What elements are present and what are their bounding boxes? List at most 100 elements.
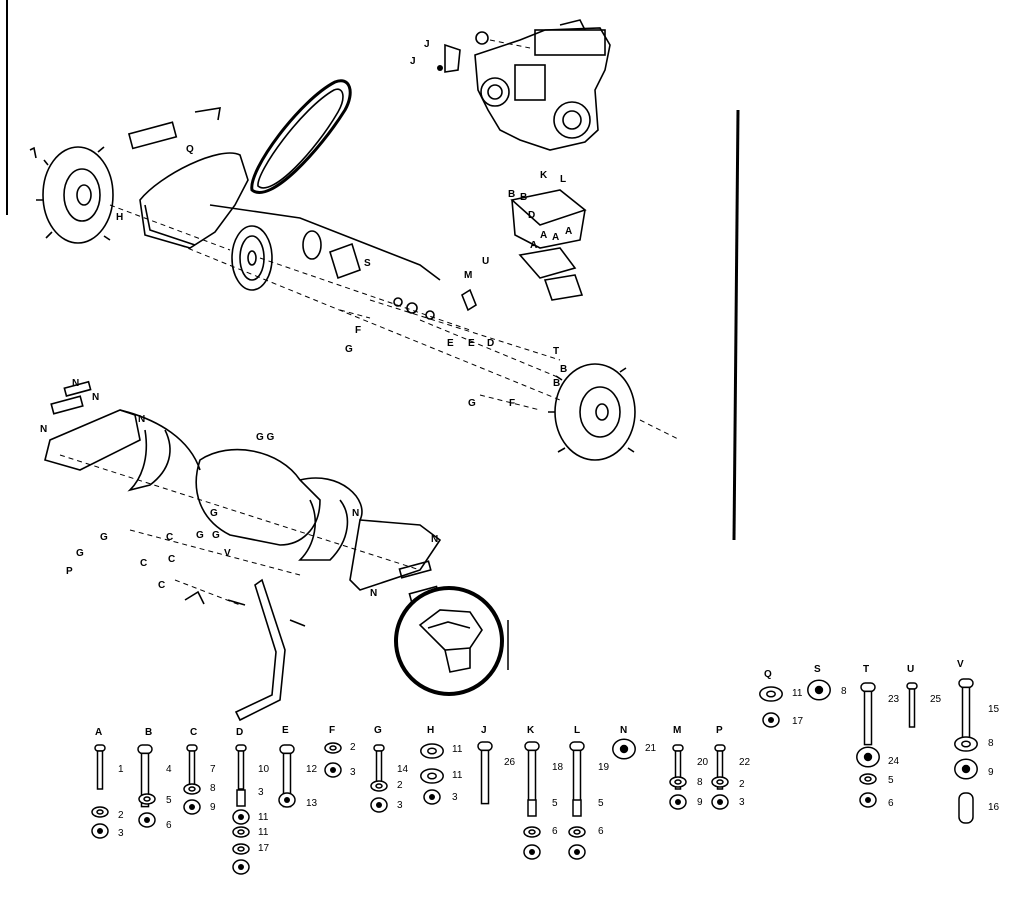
nut-hole-shape xyxy=(574,849,580,855)
part-number-t-2: 24 xyxy=(888,756,900,767)
part-number-h-1: 11 xyxy=(452,744,463,755)
callout-k: K xyxy=(540,170,548,181)
part-number-h-2: 11 xyxy=(452,770,463,781)
scan-edge-right xyxy=(732,109,740,541)
callout-n-2: N xyxy=(92,392,99,403)
hardware-letter-v: V xyxy=(957,659,964,670)
bolt-head-shape xyxy=(906,682,918,690)
bolt-shank-shape xyxy=(527,749,537,805)
part-number-a-1: 1 xyxy=(118,764,124,775)
washer-hole-shape xyxy=(237,846,245,852)
part-number-m-3: 9 xyxy=(697,797,703,808)
bolt-head-shape xyxy=(235,744,247,752)
nut-hole-shape xyxy=(330,767,336,773)
washer-hole-shape xyxy=(96,809,104,815)
bolt-shank-shape xyxy=(96,750,104,790)
part-number-v-1: 15 xyxy=(988,704,1000,715)
hardware-letter-a: A xyxy=(95,727,102,738)
callout-n-4: N xyxy=(40,424,47,435)
washer-hole-shape xyxy=(143,796,151,802)
hardware-letter-d: D xyxy=(236,727,243,738)
callout-g-4: G xyxy=(196,530,204,541)
callout-s: S xyxy=(364,258,371,269)
callout-c-1: C xyxy=(166,532,173,543)
bolt-head-shape xyxy=(373,744,385,752)
nut-hole-shape xyxy=(144,817,150,823)
detail-inset xyxy=(394,586,509,696)
hardware-letter-l: L xyxy=(574,725,580,736)
callout-n-7: N xyxy=(370,588,377,599)
washer-hole-shape xyxy=(573,829,581,835)
callout-c-3: C xyxy=(140,558,147,569)
callout-f-2: F xyxy=(509,398,515,409)
part-number-b-1: 4 xyxy=(166,764,172,775)
nut-hole-shape xyxy=(863,752,873,762)
washer-hole-shape xyxy=(961,740,971,748)
callout-g-5: G xyxy=(212,530,220,541)
part-number-d-3: 11 xyxy=(258,812,269,823)
bolt-shank-shape xyxy=(908,688,916,728)
engine xyxy=(437,19,611,151)
part-number-v-2: 8 xyxy=(988,738,994,749)
cap-shape xyxy=(958,792,974,824)
nut-hole-shape xyxy=(97,828,103,834)
part-number-t-1: 23 xyxy=(888,694,900,705)
callout-a-3: A xyxy=(552,232,559,243)
callout-j-2: J xyxy=(410,56,416,67)
part-number-m-2: 8 xyxy=(697,777,703,788)
bolt-head-shape xyxy=(569,741,585,752)
callout-g-7: G xyxy=(76,548,84,559)
hardware-letter-e: E xyxy=(282,725,289,736)
nut-hole-shape xyxy=(675,799,681,805)
callout-labels: Q J J H S K L B B D A A A A M U F G E E … xyxy=(40,39,572,599)
bolt-head-shape xyxy=(672,744,684,752)
washer-hole-shape xyxy=(375,783,383,789)
nut-hole-shape xyxy=(376,802,382,808)
callout-c-4: C xyxy=(158,580,165,591)
bolt-head-shape xyxy=(958,678,974,689)
washer-hole-shape xyxy=(864,776,872,782)
part-number-d-1: 10 xyxy=(258,764,270,775)
callout-m: M xyxy=(464,270,472,281)
callout-g-6: G xyxy=(100,532,108,543)
part-number-c-2: 8 xyxy=(210,783,216,794)
nut-hole-shape xyxy=(238,814,244,820)
part-number-v-3: 9 xyxy=(988,767,994,778)
part-number-u-1: 25 xyxy=(930,694,942,705)
nut-hole-shape xyxy=(619,744,629,754)
washer-hole-shape xyxy=(329,745,337,751)
bolt-head-shape xyxy=(137,744,153,755)
callout-l: L xyxy=(560,174,566,185)
callout-h: H xyxy=(116,212,123,223)
part-number-h-3: 3 xyxy=(452,792,458,803)
hardware-letter-f: F xyxy=(329,725,335,736)
part-number-d-5: 17 xyxy=(258,843,270,854)
part-number-e-1: 12 xyxy=(306,764,318,775)
part-number-b-2: 5 xyxy=(166,795,172,806)
part-number-s-1: 8 xyxy=(841,686,847,697)
bolt-shank-shape xyxy=(237,750,245,790)
tine-shield xyxy=(44,380,442,606)
washer-hole-shape xyxy=(427,772,437,780)
bolt-head-shape xyxy=(860,682,876,693)
wheel-right xyxy=(548,363,681,461)
washer-hole-shape xyxy=(237,829,245,835)
nut-hole-shape xyxy=(529,849,535,855)
nut-hole-shape xyxy=(865,797,871,803)
callout-t: T xyxy=(553,346,559,357)
callout-b-1: B xyxy=(508,189,515,200)
part-number-d-4: 11 xyxy=(258,827,269,838)
nut-hole-shape xyxy=(717,799,723,805)
bolt-head-shape xyxy=(524,741,540,752)
bolt-head-shape xyxy=(186,744,198,752)
part-number-c-3: 9 xyxy=(210,802,216,813)
nut-hole-shape xyxy=(961,764,971,774)
part-number-g-3: 3 xyxy=(397,800,403,811)
hardware-letter-p: P xyxy=(716,725,723,736)
hardware-letter-n: N xyxy=(620,725,627,736)
hardware-legend: A123B456C789D103111117E1213F23G1423H1111… xyxy=(91,659,1000,875)
hardware-letter-h: H xyxy=(427,725,434,736)
bolt-head-shape xyxy=(279,744,295,755)
drive-belt xyxy=(250,79,352,194)
